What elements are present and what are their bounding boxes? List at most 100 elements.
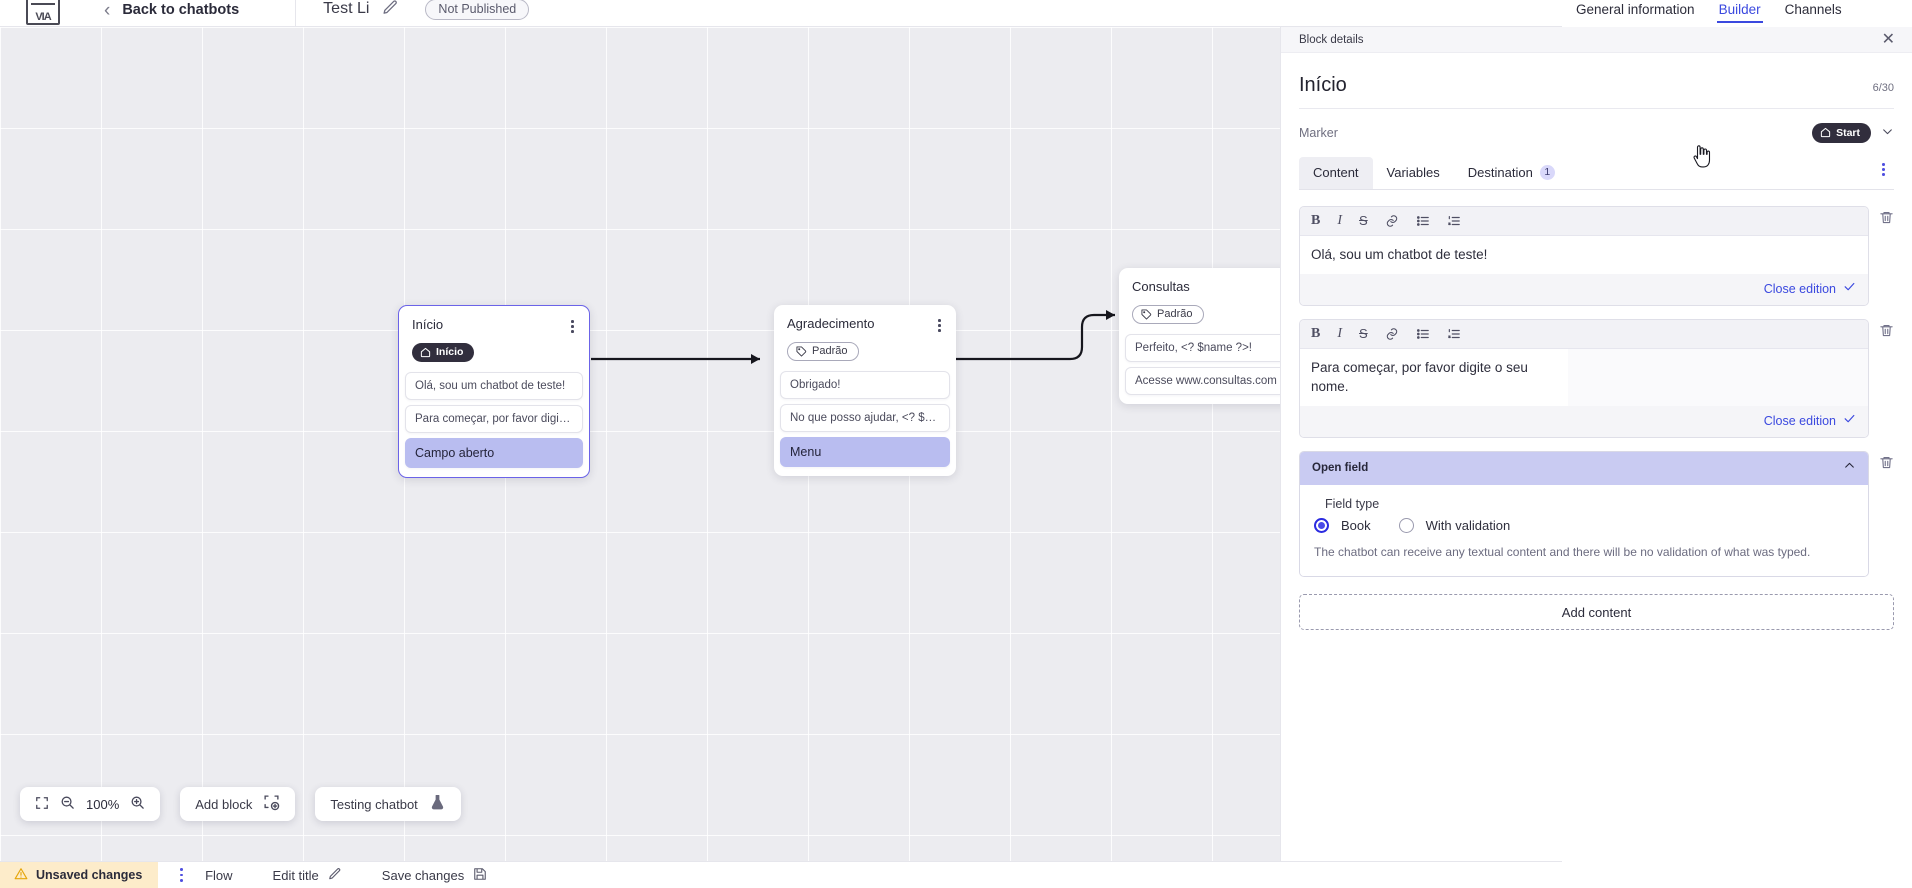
chevron-left-icon[interactable]: ‹ — [104, 0, 111, 21]
tab-variables[interactable]: Variables — [1373, 157, 1454, 189]
block-row[interactable]: Campo aberto — [405, 437, 583, 468]
numbered-list-icon[interactable] — [1447, 327, 1461, 341]
add-block-icon — [263, 794, 280, 814]
testing-chatbot-button[interactable]: Testing chatbot — [315, 787, 461, 821]
field-type-label: Field type — [1325, 496, 1380, 511]
italic-icon[interactable]: I — [1337, 212, 1343, 228]
warning-icon — [14, 867, 28, 884]
strikethrough-icon[interactable]: S — [1359, 213, 1368, 228]
chevron-up-icon[interactable] — [1843, 459, 1856, 477]
block-row[interactable]: Para começar, por favor digite o ... — [405, 404, 583, 433]
block-row[interactable]: Olá, sou um chatbot de teste! — [405, 371, 583, 400]
bold-icon[interactable]: B — [1311, 325, 1321, 341]
block-row[interactable]: Menu — [780, 436, 950, 467]
tag-icon — [1141, 309, 1152, 320]
char-counter: 6/30 — [1872, 82, 1894, 94]
panel-body: Início 6/30 Marker Start — [1281, 53, 1912, 190]
pencil-icon[interactable] — [382, 0, 399, 21]
block-row[interactable]: Obrigado! — [780, 370, 950, 399]
delete-content-icon[interactable] — [1879, 323, 1894, 343]
link-icon[interactable] — [1385, 214, 1399, 228]
canvas-toolbar: 100% Add block Testing chatbot — [20, 787, 461, 821]
home-icon — [1820, 127, 1831, 138]
tab-channels[interactable]: Channels — [1784, 2, 1842, 17]
close-icon[interactable]: ✕ — [1881, 30, 1895, 48]
fit-screen-icon[interactable] — [35, 796, 49, 813]
editor-text[interactable]: Para começar, por favor digite o seu nom… — [1300, 348, 1568, 406]
delete-open-field-icon[interactable] — [1879, 455, 1894, 475]
panel-overflow-menu-icon[interactable] — [1882, 162, 1894, 183]
home-icon — [420, 347, 431, 357]
radio-with-validation-label[interactable]: With validation — [1425, 517, 1511, 533]
close-edition-button[interactable]: Close edition — [1763, 281, 1836, 296]
destination-count-badge: 1 — [1539, 164, 1555, 180]
tab-general-information[interactable]: General information — [1576, 2, 1695, 17]
check-icon[interactable] — [1843, 280, 1856, 298]
flow-block-inicio[interactable]: Início Início Olá, sou um chatbot de tes… — [398, 305, 590, 478]
open-field-description: The chatbot can receive any textual cont… — [1314, 544, 1811, 559]
block-title: Agradecimento — [787, 316, 875, 331]
flow-button[interactable]: Flow — [205, 868, 232, 883]
numbered-list-icon[interactable] — [1447, 214, 1461, 228]
bold-icon[interactable]: B — [1311, 212, 1321, 228]
status-menu-icon[interactable] — [180, 868, 184, 882]
marker-badge-padrao: Padrão — [1132, 304, 1205, 325]
status-bar: Unsaved changes Flow Edit title Save cha… — [0, 861, 1562, 888]
zoom-in-icon[interactable] — [130, 795, 145, 813]
flow-block-consultas[interactable]: Consultas Padrão Perfeito, <? $name ?>! … — [1119, 268, 1311, 404]
logo-text: VIA — [35, 11, 51, 23]
block-rows: Olá, sou um chatbot de teste! Para começ… — [399, 371, 589, 468]
editor-toolbar: B I S — [1300, 319, 1868, 349]
open-field-body: Field type Book With validation The chat… — [1300, 484, 1868, 577]
add-content-button[interactable]: Add content — [1299, 594, 1894, 631]
save-changes-label: Save changes — [381, 867, 465, 883]
editor-text[interactable]: Olá, sou um chatbot de teste! — [1300, 235, 1868, 274]
zoom-out-icon[interactable] — [60, 795, 75, 813]
block-row[interactable]: Perfeito, <? $name ?>! — [1125, 333, 1305, 362]
add-block-button[interactable]: Add block — [180, 787, 296, 821]
radio-with-validation[interactable] — [1398, 517, 1414, 533]
edit-title-label: Edit title — [272, 867, 319, 883]
delete-content-icon[interactable] — [1879, 210, 1894, 230]
marker-badge-label: Padrão — [812, 345, 848, 358]
block-row[interactable]: No que posso ajudar, <? $name ... — [780, 403, 950, 432]
bulleted-list-icon[interactable] — [1416, 214, 1430, 228]
edit-title-button[interactable]: Edit title — [273, 867, 342, 884]
back-to-chatbots-link[interactable]: Back to chatbots — [122, 2, 240, 18]
block-rows: Obrigado! No que posso ajudar, <? $name … — [774, 370, 956, 467]
marker-value-group[interactable]: Start — [1812, 123, 1894, 143]
save-disk-icon — [473, 867, 487, 884]
block-menu-icon[interactable] — [569, 317, 576, 336]
link-icon[interactable] — [1385, 327, 1399, 341]
tab-content[interactable]: Content — [1299, 156, 1373, 189]
tab-destination[interactable]: Destination 1 — [1454, 157, 1569, 189]
radio-book-label[interactable]: Book — [1341, 517, 1371, 533]
tab-builder[interactable]: Builder — [1716, 2, 1763, 23]
close-edition-button[interactable]: Close edition — [1763, 413, 1836, 428]
check-icon[interactable] — [1843, 412, 1856, 430]
chevron-down-icon[interactable] — [1881, 125, 1894, 141]
italic-icon[interactable]: I — [1337, 325, 1343, 341]
rich-text-editor[interactable]: B I S Para começar, por favor di — [1299, 318, 1869, 438]
open-field-card[interactable]: Open field Field type Book With validati… — [1299, 450, 1869, 578]
chatbot-title: Test Li — [323, 0, 370, 17]
radio-book[interactable] — [1314, 517, 1329, 533]
flow-block-agradecimento[interactable]: Agradecimento Padrão Obrigado! No que po… — [774, 305, 956, 476]
block-row[interactable]: Acesse www.consultas.com par... — [1125, 366, 1305, 395]
bulleted-list-icon[interactable] — [1416, 327, 1430, 341]
strikethrough-icon[interactable]: S — [1359, 326, 1368, 342]
block-marker-row: Padrão — [774, 335, 956, 362]
marker-start-badge[interactable]: Start — [1812, 123, 1871, 143]
app-logo[interactable]: VIA — [26, 0, 60, 25]
rich-text-editor[interactable]: B I S Olá, sou um chatbot de tes — [1299, 205, 1869, 306]
zoom-controls[interactable]: 100% — [20, 787, 161, 821]
flow-label: Flow — [205, 867, 233, 883]
content-block: B I S Para começar, por favor di — [1299, 318, 1894, 438]
open-field-header[interactable]: Open field — [1300, 451, 1868, 485]
block-menu-icon[interactable] — [936, 316, 943, 335]
panel-content-tabs: Content Variables Destination 1 — [1299, 156, 1894, 190]
marker-badge-label: Início — [436, 346, 464, 359]
save-changes-button[interactable]: Save changes — [382, 867, 487, 884]
pencil-icon — [328, 867, 342, 884]
